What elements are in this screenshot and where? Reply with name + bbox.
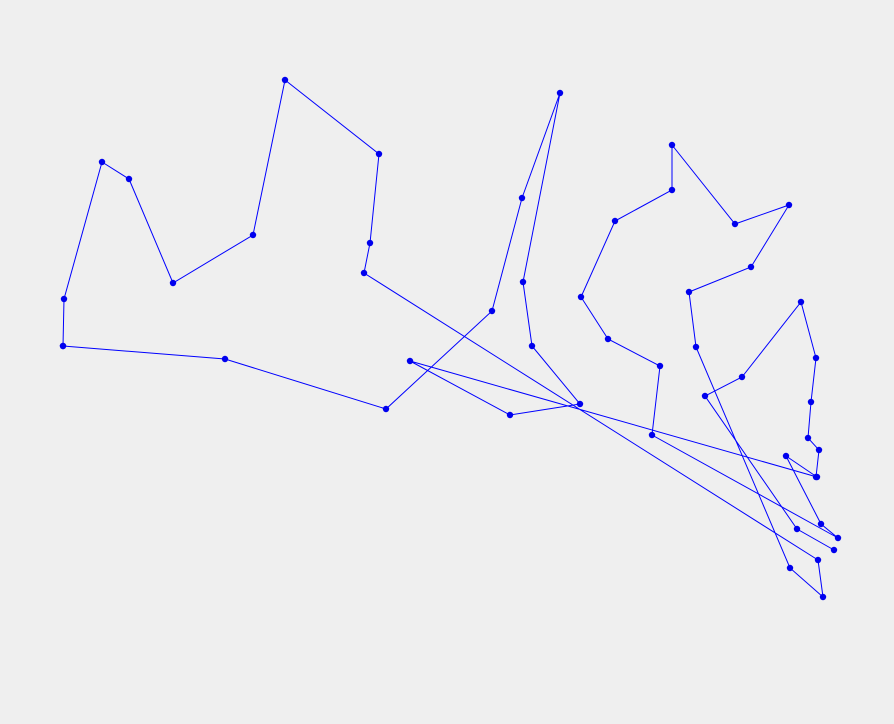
data-point [793, 525, 801, 533]
data-point [556, 89, 564, 97]
data-point [656, 362, 664, 370]
data-point [797, 298, 805, 306]
data-point [169, 279, 177, 287]
series-lines [62, 79, 839, 599]
data-point [60, 295, 68, 303]
data-point [249, 231, 257, 239]
data-point [506, 411, 514, 419]
data-point [528, 342, 536, 350]
data-point [782, 452, 790, 460]
data-point [382, 405, 390, 413]
data-point [830, 546, 838, 554]
series-line-1 [62, 79, 839, 599]
data-point [701, 392, 709, 400]
data-point [738, 373, 746, 381]
data-point [817, 520, 825, 528]
data-point [59, 342, 67, 350]
data-point [834, 534, 842, 542]
data-point [668, 186, 676, 194]
data-point [731, 220, 739, 228]
data-point [611, 217, 619, 225]
series-line-2 [704, 300, 835, 551]
data-point [577, 293, 585, 301]
data-point [125, 175, 133, 183]
data-point [604, 335, 612, 343]
data-point [518, 194, 526, 202]
data-point [819, 593, 827, 601]
data-point [221, 355, 229, 363]
data-point [576, 400, 584, 408]
data-point [786, 564, 794, 572]
data-point [804, 434, 812, 442]
data-point [519, 278, 527, 286]
data-point [366, 239, 374, 247]
data-point [685, 288, 693, 296]
data-point [281, 76, 289, 84]
data-point [815, 446, 823, 454]
data-point [812, 354, 820, 362]
data-point [785, 201, 793, 209]
data-point [807, 398, 815, 406]
data-point [814, 556, 822, 564]
data-point [648, 431, 656, 439]
series-points [59, 76, 842, 601]
data-point [747, 263, 755, 271]
data-point [360, 269, 368, 277]
data-point [812, 473, 820, 481]
data-point [375, 150, 383, 158]
data-point [98, 158, 106, 166]
data-point [668, 141, 676, 149]
data-point [406, 357, 414, 365]
data-point [692, 343, 700, 351]
data-point [488, 307, 496, 315]
